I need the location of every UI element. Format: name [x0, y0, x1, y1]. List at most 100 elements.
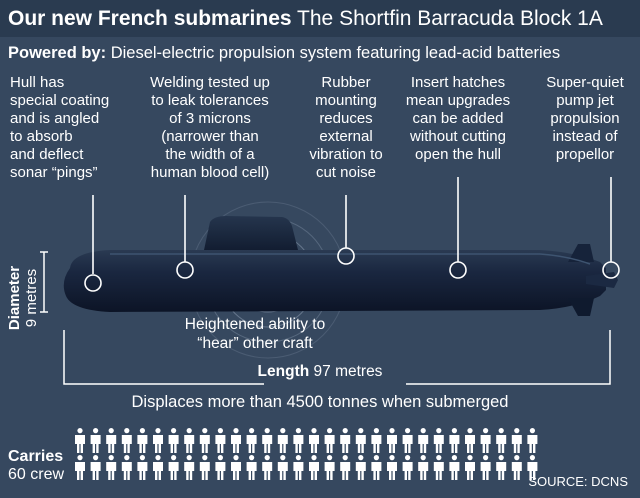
crew-person-icon — [527, 428, 538, 453]
crew-person-icon — [90, 455, 101, 480]
crew-person-icon — [418, 428, 429, 453]
callout-insert-hatches: Insert hatches mean upgrades can be adde… — [403, 74, 513, 164]
crew-person-icon — [387, 455, 397, 480]
crew-person-icon — [293, 455, 304, 480]
crew-person-icon — [231, 455, 241, 480]
callout-line: and is angled — [10, 110, 100, 127]
callout-line: pump jet — [556, 92, 614, 109]
length-line-right — [406, 330, 611, 385]
crew-person-icon — [511, 455, 522, 480]
crew-person-icon — [309, 455, 319, 480]
submarine-tail-fin-top — [568, 244, 594, 262]
crew-person-icon — [231, 428, 241, 453]
crew-person-icon — [153, 455, 163, 480]
crew-value: 60 crew — [8, 466, 65, 483]
crew-person-icon — [340, 428, 351, 453]
diameter-bracket — [40, 251, 48, 313]
crew-person-icon — [246, 428, 257, 453]
crew-person-icon — [199, 428, 210, 453]
callout-line: can be added — [412, 110, 504, 127]
length-title: Length — [257, 363, 310, 380]
crew-person-icon — [277, 428, 288, 453]
crew-person-icon — [168, 428, 179, 453]
crew-person-icon — [387, 428, 397, 453]
crew-person-icon — [215, 455, 226, 480]
submarine-sail — [204, 216, 298, 250]
crew-person-icon — [262, 455, 273, 480]
crew-person-icon — [121, 455, 132, 480]
callout-line: to absorb — [10, 128, 73, 145]
callout-line: mean upgrades — [405, 92, 511, 109]
crew-person-icon — [480, 428, 491, 453]
callout-line: sonar “pings” — [10, 164, 98, 181]
diameter-label: Diameter 9 metres — [6, 250, 46, 346]
powered-by: Powered by: Diesel-electric propulsion s… — [8, 40, 638, 66]
callout-line: Insert hatches — [410, 74, 506, 91]
callout-line: Hull has — [10, 74, 65, 91]
callout-leaders — [84, 177, 620, 292]
crew-person-icon — [121, 428, 132, 453]
crew-person-icon — [402, 455, 413, 480]
callout-line: Super-quiet — [546, 74, 624, 91]
callout-marker — [84, 274, 102, 292]
title-sub: The Shortfin Barracuda Block 1A — [297, 7, 603, 30]
callout-line: the width of a — [165, 146, 255, 163]
callout-line: human blood cell) — [150, 164, 270, 181]
submarine-hull — [63, 250, 606, 312]
callout-pump-jet: Super-quiet pump jet propulsion instead … — [533, 74, 637, 164]
length-value: 97 metres — [313, 363, 383, 380]
crew-person-icon — [293, 428, 304, 453]
callout-line: external — [319, 128, 373, 145]
hear-line: Heightened ability to — [184, 316, 326, 333]
crew-person-icon — [433, 428, 444, 453]
callout-line: (narrower than — [161, 128, 259, 145]
crew-label: Carries 60 crew — [8, 448, 64, 484]
crew-person-icon — [137, 428, 148, 453]
crew-person-icon — [465, 455, 475, 480]
callout-line: cut noise — [315, 164, 377, 181]
callout-line: open the hull — [415, 146, 501, 163]
callout-line: mounting — [315, 92, 377, 109]
callout-marker — [602, 261, 620, 279]
crew-person-icon — [355, 428, 366, 453]
crew-person-icon — [340, 455, 351, 480]
crew-person-icon — [309, 428, 319, 453]
callout-marker — [449, 261, 467, 279]
callout-welding: Welding tested up to leak tolerances of … — [135, 74, 285, 182]
crew-person-icon — [449, 455, 460, 480]
crew-person-icon — [184, 428, 195, 453]
callout-marker — [176, 261, 194, 279]
callout-line: Rubber — [321, 74, 371, 91]
callout-marker — [337, 247, 355, 265]
callout-line: and deflect — [10, 146, 84, 163]
powered-by-label: Powered by: — [8, 44, 107, 62]
submarine-tail-fin-bottom — [568, 298, 594, 316]
callout-hull: Hull has special coating and is angled t… — [10, 74, 140, 182]
hear-label: Heightened ability to “hear” other craft — [160, 315, 350, 353]
hear-line: “hear” other craft — [197, 335, 313, 352]
callout-line: special coating — [10, 92, 110, 109]
crew-person-icon — [371, 455, 382, 480]
crew-person-icon — [106, 428, 117, 453]
displacement-text: Displaces more than 4500 tonnes when sub… — [131, 393, 509, 411]
crew-person-icon — [215, 428, 226, 453]
crew-person-icon — [449, 428, 460, 453]
crew-person-icon — [355, 455, 366, 480]
length-line-left — [63, 330, 264, 385]
title-main: Our new French submarines — [8, 7, 292, 30]
callout-line: to leak tolerances — [151, 92, 269, 109]
title-bar: Our new French submarines The Shortfin B… — [0, 0, 640, 37]
crew-icons — [75, 428, 538, 480]
diameter-value: 9 metres — [23, 268, 40, 328]
crew-person-icon — [511, 428, 522, 453]
crew-title: Carries — [8, 448, 64, 465]
crew-person-icon — [324, 428, 335, 453]
submarine — [63, 216, 618, 316]
crew-person-icon — [75, 428, 85, 453]
crew-person-icon — [75, 455, 85, 480]
hull-highlight — [110, 253, 591, 265]
length-label: Length 97 metres — [220, 362, 420, 382]
crew-person-icon — [527, 455, 538, 480]
callout-line: reduces — [319, 110, 373, 127]
crew-person-icon — [465, 428, 475, 453]
